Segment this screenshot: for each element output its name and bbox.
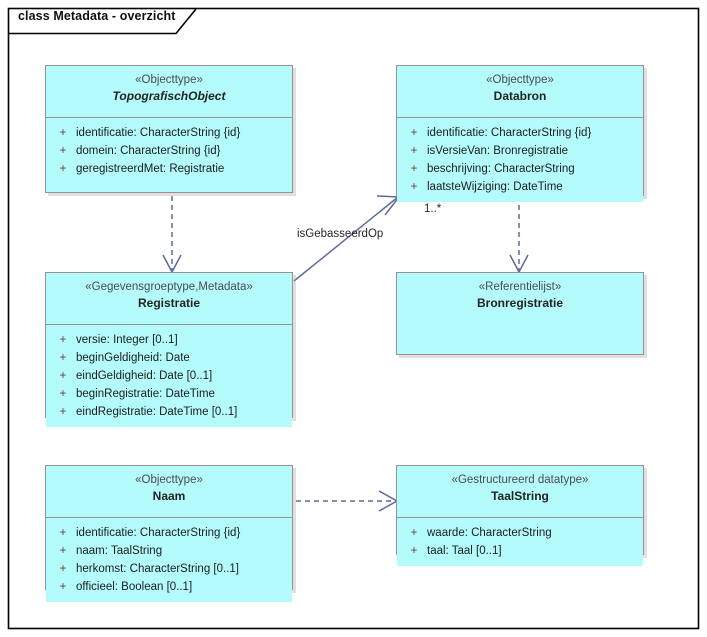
class-name: TopografischObject [112, 89, 226, 103]
class-box-topografischobject[interactable]: «Objecttype» TopografischObject + identi… [45, 65, 293, 193]
attribute-text: waarde: CharacterString [427, 527, 552, 539]
attribute-row: + officieel: Boolean [0..1] [50, 578, 288, 596]
visibility-marker: + [410, 527, 418, 539]
attribute-row: + taal: Taal [0..1] [401, 542, 639, 560]
class-header: «Referentielijst» Bronregistratie [397, 273, 643, 325]
class-name: Bronregistratie [476, 296, 564, 310]
attribute-text: eindGeldigheid: Date [0..1] [76, 370, 213, 382]
connector-naam-taalstring[interactable] [296, 490, 399, 512]
class-name: Databron [493, 89, 547, 103]
class-header: «Gestructureerd datatype» TaalString [397, 466, 643, 518]
visibility-marker: + [59, 388, 67, 400]
attribute-text: geregistreerdMet: Registratie [76, 163, 225, 175]
visibility-marker: + [59, 581, 67, 593]
attribute-row: + waarde: CharacterString [401, 524, 639, 542]
class-box-taalstring[interactable]: «Gestructureerd datatype» TaalString + w… [396, 465, 644, 566]
attribute-row: + identificatie: CharacterString {id} [50, 524, 288, 542]
visibility-marker: + [410, 545, 418, 557]
class-stereotype: «Objecttype» [135, 74, 203, 86]
attribute-row: + beginRegistratie: DateTime [50, 385, 288, 403]
class-stereotype: «Objecttype» [486, 74, 554, 86]
class-name: Registratie [137, 296, 201, 310]
class-box-naam[interactable]: «Objecttype» Naam + identificatie: Chara… [45, 465, 293, 602]
visibility-marker: + [410, 163, 418, 175]
attribute-text: herkomst: CharacterString [0..1] [76, 563, 239, 575]
diagram-title: class Metadata - overzicht [18, 9, 176, 23]
attribute-compartment: + waarde: CharacterString + taal: Taal [… [397, 518, 643, 566]
class-name: TaalString [491, 489, 549, 503]
attribute-text: taal: Taal [0..1] [427, 545, 502, 557]
attribute-text: identificatie: CharacterString {id} [76, 527, 241, 539]
class-stereotype: «Objecttype» [135, 474, 203, 486]
attribute-row: + domein: CharacterString {id} [50, 142, 288, 160]
attribute-row: + beschrijving: CharacterString [401, 160, 639, 178]
attribute-text: laatsteWijziging: DateTime [427, 181, 563, 193]
attribute-row: + isVersieVan: Bronregistratie [401, 142, 639, 160]
visibility-marker: + [59, 545, 67, 557]
visibility-marker: + [59, 145, 67, 157]
attribute-row: + eindRegistratie: DateTime [0..1] [50, 403, 288, 421]
visibility-marker: + [59, 127, 67, 139]
attribute-row: + eindGeldigheid: Date [0..1] [50, 367, 288, 385]
attribute-compartment: + identificatie: CharacterString {id} + … [46, 118, 292, 184]
visibility-marker: + [59, 406, 67, 418]
attribute-text: beginRegistratie: DateTime [76, 388, 215, 400]
attribute-row: + laatsteWijziging: DateTime [401, 178, 639, 196]
class-stereotype: «Gegevensgroeptype,Metadata» [85, 281, 253, 293]
class-box-bronregistratie[interactable]: «Referentielijst» Bronregistratie [396, 272, 644, 355]
attribute-text: identificatie: CharacterString {id} [76, 127, 241, 139]
attribute-row: + geregistreerdMet: Registratie [50, 160, 288, 178]
attribute-text: versie: Integer [0..1] [76, 334, 178, 346]
class-name: Naam [152, 489, 186, 503]
connector-topografischobject-registratie[interactable] [162, 196, 182, 274]
visibility-marker: + [410, 181, 418, 193]
attribute-text: identificatie: CharacterString {id} [427, 127, 592, 139]
visibility-marker: + [59, 352, 67, 364]
attribute-text: officieel: Boolean [0..1] [76, 581, 193, 593]
attribute-row: + beginGeldigheid: Date [50, 349, 288, 367]
class-box-databron[interactable]: «Objecttype» Databron + identificatie: C… [396, 65, 644, 202]
visibility-marker: + [410, 127, 418, 139]
connector-line [293, 196, 399, 282]
visibility-marker: + [59, 370, 67, 382]
connector-databron-bronregistratie[interactable] [509, 196, 529, 274]
class-header: «Objecttype» Naam [46, 466, 292, 518]
attribute-text: domein: CharacterString {id} [76, 145, 221, 157]
visibility-marker: + [59, 563, 67, 575]
multiplicity-label-databron: 1..* [424, 203, 442, 215]
attribute-text: naam: TaalString [76, 545, 163, 557]
class-stereotype: «Gestructureerd datatype» [451, 474, 589, 486]
attribute-row: + identificatie: CharacterString {id} [401, 124, 639, 142]
class-stereotype: «Referentielijst» [478, 281, 562, 293]
attribute-text: beschrijving: CharacterString [427, 163, 575, 175]
attribute-row: + naam: TaalString [50, 542, 288, 560]
visibility-marker: + [59, 163, 67, 175]
class-box-registratie[interactable]: «Gegevensgroeptype,Metadata» Registratie… [45, 272, 293, 427]
attribute-compartment: + identificatie: CharacterString {id} + … [397, 118, 643, 202]
visibility-marker: + [410, 145, 418, 157]
attribute-compartment: + identificatie: CharacterString {id} + … [46, 518, 292, 602]
association-label-isgebasseerdop: isGebasseerdOp [297, 228, 384, 240]
attribute-compartment: + versie: Integer [0..1] + beginGeldighe… [46, 325, 292, 427]
attribute-text: eindRegistratie: DateTime [0..1] [76, 406, 238, 418]
attribute-row: + herkomst: CharacterString [0..1] [50, 560, 288, 578]
visibility-marker: + [59, 527, 67, 539]
class-header: «Objecttype» TopografischObject [46, 66, 292, 118]
attribute-row: + versie: Integer [0..1] [50, 331, 288, 349]
attribute-text: isVersieVan: Bronregistratie [427, 145, 569, 157]
attribute-text: beginGeldigheid: Date [76, 352, 190, 364]
class-header: «Gegevensgroeptype,Metadata» Registratie [46, 273, 292, 325]
attribute-row: + identificatie: CharacterString {id} [50, 124, 288, 142]
class-header: «Objecttype» Databron [397, 66, 643, 118]
visibility-marker: + [59, 334, 67, 346]
